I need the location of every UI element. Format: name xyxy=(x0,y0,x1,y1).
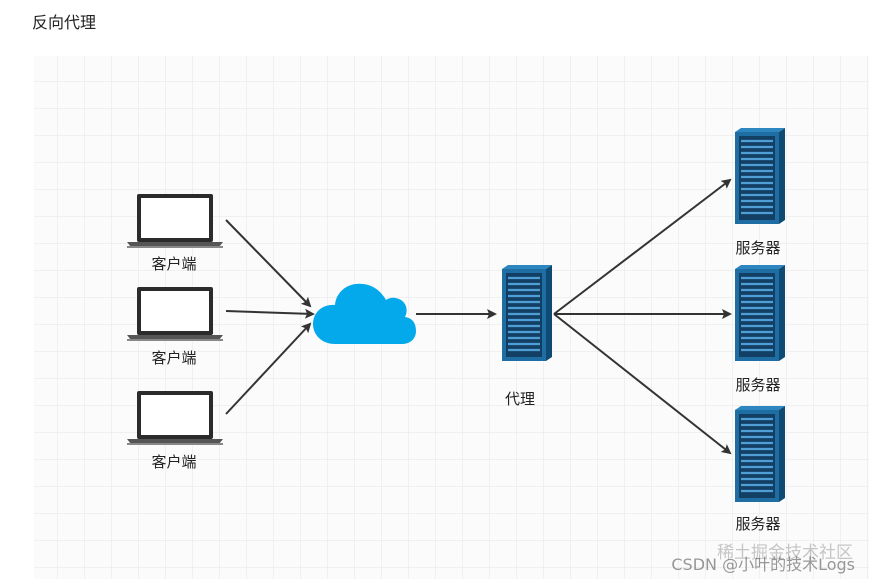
client-laptop-icon-2 xyxy=(127,287,223,341)
cloud-icon xyxy=(313,283,416,344)
watermark-csdn: CSDN @小叶的技术Logs xyxy=(671,555,855,574)
client-laptop-icon-1 xyxy=(127,194,223,248)
diagram-svg xyxy=(34,56,869,579)
watermark-juejin: 稀土掘金技术社区 xyxy=(717,543,853,563)
arrow-client3-to-cloud xyxy=(225,322,312,415)
server-icon-2 xyxy=(733,263,785,363)
server-label-1: 服务器 xyxy=(735,239,781,257)
diagram-canvas: 客户端 客户端 客户端 代理 服务器 服务器 服务器 xyxy=(34,56,869,579)
client-label-3: 客户端 xyxy=(151,453,197,471)
arrow-client1-to-cloud xyxy=(225,219,312,308)
page-title: 反向代理 xyxy=(32,13,97,32)
client-laptop-icon-3 xyxy=(127,391,223,445)
proxy-label: 代理 xyxy=(504,390,536,408)
server-label-2: 服务器 xyxy=(735,376,781,394)
arrow-client2-to-cloud xyxy=(225,308,315,319)
arrow-proxy-to-server3 xyxy=(553,313,732,455)
server-icon-1 xyxy=(733,126,785,226)
server-label-3: 服务器 xyxy=(735,515,781,533)
client-label-1: 客户端 xyxy=(151,255,197,273)
client-label-2: 客户端 xyxy=(151,349,197,367)
server-icon-3 xyxy=(733,404,785,504)
proxy-server-icon xyxy=(500,263,552,363)
arrow-proxy-to-server1 xyxy=(553,178,732,315)
